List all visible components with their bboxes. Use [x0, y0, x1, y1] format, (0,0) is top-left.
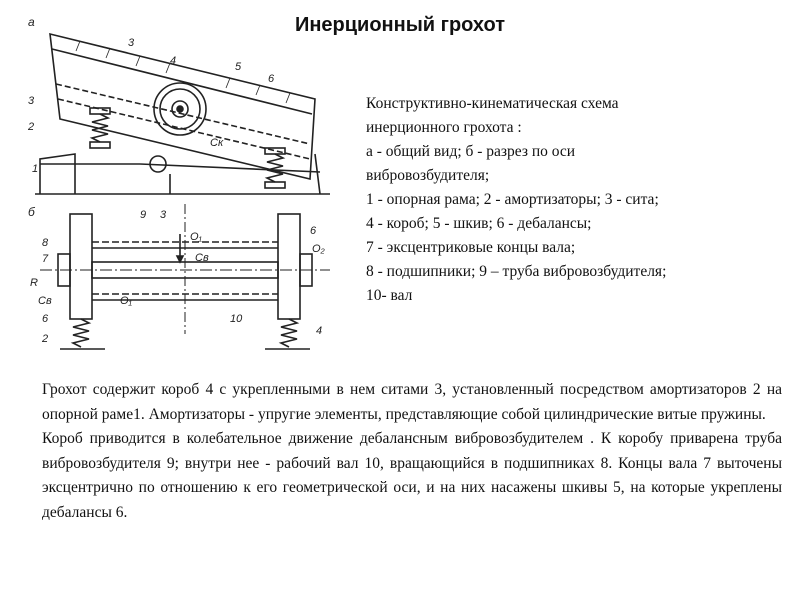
- label-o1: O₁: [190, 231, 203, 243]
- label-9: 9: [140, 209, 146, 221]
- label-cb2: Cв: [38, 295, 52, 307]
- label-3b: 3: [28, 95, 35, 107]
- label-cb: Cв: [195, 252, 209, 264]
- label-5: 5: [235, 61, 242, 73]
- caption-line: Конструктивно-кинематическая схема: [366, 95, 619, 112]
- spring-left-a: [89, 113, 111, 143]
- spring-right-a: [264, 153, 286, 183]
- label-8: 8: [42, 237, 49, 249]
- description-text: Грохот содержит короб 4 с укрепленными в…: [42, 378, 782, 525]
- caption-line: 10- вал: [366, 287, 413, 304]
- caption-line: 4 - короб; 5 - шкив; 6 - дебалансы;: [366, 215, 592, 232]
- left-wall: [69, 213, 93, 320]
- caption-line: 1 - опорная рама; 2 - амортизаторы; 3 - …: [366, 191, 659, 208]
- label-view-a: а: [28, 15, 35, 29]
- label-7: 7: [42, 253, 49, 265]
- caption-line: вибровозбудителя;: [366, 167, 490, 184]
- caption-line: а - общий вид; б - разрез по оси: [366, 143, 576, 160]
- pulley-circle: [153, 82, 207, 136]
- paragraph-1: Грохот содержит короб 4 с укрепленными в…: [42, 381, 782, 423]
- label-3c: 3: [160, 209, 167, 221]
- right-wall: [277, 213, 301, 320]
- schematic-caption: Конструктивно-кинематическая схема инерц…: [366, 92, 786, 308]
- label-3: 3: [128, 37, 135, 49]
- paragraph-2: Короб приводится в колебательное движени…: [42, 430, 782, 521]
- caption-line: 8 - подшипники; 9 – труба вибровозбудите…: [366, 263, 667, 280]
- label-o1b: O₁: [120, 295, 133, 307]
- slide-title: Инерционный грохот: [294, 14, 506, 36]
- label-4: 4: [170, 55, 176, 67]
- screen-box-outline: [49, 32, 316, 181]
- label-10: 10: [230, 313, 243, 325]
- label-6: 6: [268, 73, 275, 85]
- label-view-b: б: [28, 205, 36, 219]
- caption-line: инерционного грохота :: [366, 119, 522, 136]
- label-2b: 2: [41, 333, 48, 345]
- label-ck: Cк: [210, 137, 224, 149]
- spring-right-b: [278, 318, 300, 348]
- screen-schematic-drawing: а б 3 4 5 6 3 2 1 Cк 9 3 O₁ Cв O₂ 6 8 7 …: [27, 15, 330, 350]
- label-4b: 4: [316, 325, 322, 337]
- label-2: 2: [27, 121, 34, 133]
- spring-left-b: [70, 318, 92, 348]
- label-6c: 6: [42, 313, 49, 325]
- label-o2: O₂: [312, 243, 326, 255]
- label-r: R: [30, 277, 38, 289]
- caption-line: 7 - эксцентриковые концы вала;: [366, 239, 576, 256]
- label-1: 1: [32, 163, 38, 175]
- label-6b: 6: [310, 225, 317, 237]
